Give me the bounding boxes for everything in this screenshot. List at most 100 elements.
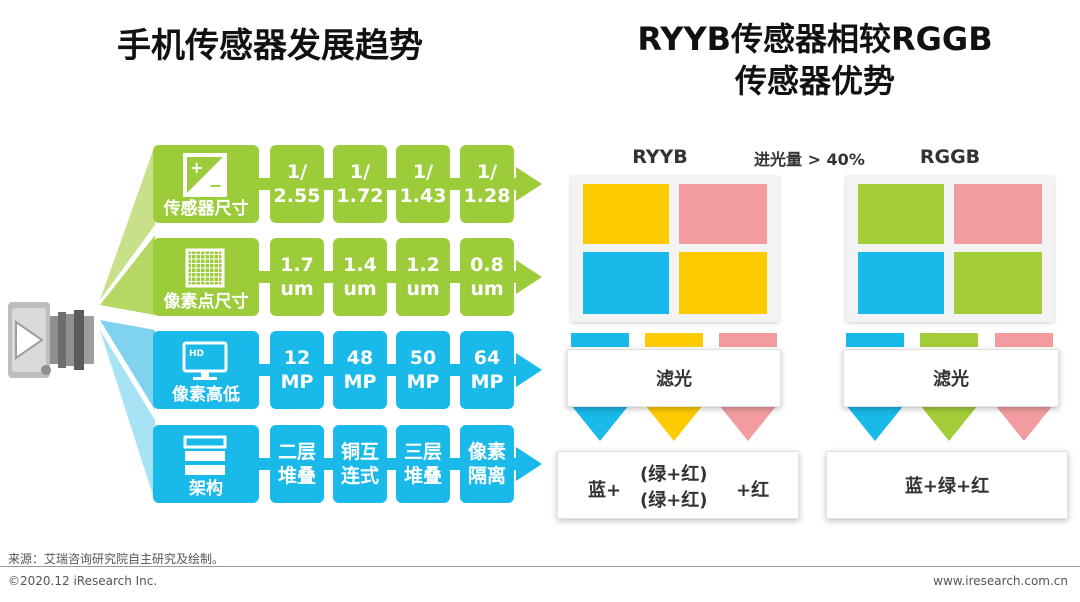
ryyb-result-box: 蓝+ (绿+红) (绿+红) +红 (557, 451, 799, 519)
rggb-filter-label: 滤光 (933, 369, 969, 390)
light-comparison: 进光量 > 40% (754, 150, 865, 169)
value-text: 0.8 (470, 254, 504, 276)
arrow-right-icon (516, 260, 542, 294)
value-text: um (343, 278, 377, 300)
filter-output-triangles (571, 405, 1053, 441)
value-text: 像素 (467, 441, 506, 463)
value-text: 1.4 (343, 254, 377, 276)
right-title: RYYB传感器相较RGGB 传感器优势 (590, 18, 1040, 102)
ryyb-triangle-red (719, 405, 777, 441)
ryyb-cell-yellow-1 (583, 184, 669, 244)
value-text: 1.2 (406, 254, 440, 276)
beam-4 (100, 330, 155, 502)
category-4: 架构 (153, 425, 259, 503)
value-text: 64 (473, 347, 501, 369)
value-text: 50 (409, 347, 437, 369)
value-text: 12 (283, 347, 311, 369)
ryyb-filter-label: 滤光 (656, 369, 692, 390)
rggb-filter-box: 滤光 (843, 349, 1059, 407)
value-text: 1.28 (463, 185, 511, 207)
value-text: MP (280, 371, 314, 393)
value-text: MP (470, 371, 504, 393)
left-title: 手机传感器发展趋势 (117, 26, 423, 66)
value-text: 堆叠 (277, 465, 316, 487)
rggb-triangle-red (995, 405, 1053, 441)
value-text: 三层 (403, 441, 442, 463)
ryyb-triangle-blue (571, 405, 629, 441)
website: www.iresearch.com.cn (933, 574, 1068, 588)
ryyb-cell-blue (583, 252, 669, 314)
camera-icon (8, 302, 94, 378)
category-label: 像素高低 (172, 385, 240, 405)
value-text: 连式 (340, 465, 379, 487)
value-text: um (470, 278, 504, 300)
value-text: 堆叠 (403, 465, 442, 487)
pixel-grid-icon (181, 244, 229, 292)
category-3: HD 像素高低 (153, 331, 259, 409)
svg-text:HD: HD (189, 349, 204, 359)
rggb-cell-green-2 (954, 252, 1042, 314)
rggb-sensor (846, 176, 1054, 322)
category-label: 传感器尺寸 (163, 199, 249, 219)
hd-monitor-icon: HD (181, 337, 229, 385)
category-2: 像素点尺寸 (153, 238, 259, 316)
ryyb-filter-box: 滤光 (567, 349, 781, 407)
ryyb-cell-yellow-2 (679, 252, 767, 314)
value-text: 1.43 (399, 185, 447, 207)
value-text: um (406, 278, 440, 300)
value-text: MP (343, 371, 377, 393)
beam-2 (100, 235, 155, 315)
ryyb-strip-yellow (645, 333, 703, 347)
rggb-result-box: 蓝+绿+红 (826, 451, 1068, 519)
value-text: 铜互 (340, 441, 379, 463)
value-box: 1/1.43 (396, 145, 450, 223)
ryyb-strip-blue (571, 333, 629, 347)
svg-text:−: − (209, 176, 222, 195)
rggb-strip-green (920, 333, 978, 347)
value-text: MP (406, 371, 440, 393)
category-label: 架构 (189, 479, 223, 499)
value-text: 48 (346, 347, 374, 369)
value-box: 1/2.55 (270, 145, 324, 223)
aperture-icon: +− (181, 151, 229, 199)
value-text: 1/ (349, 161, 371, 183)
value-text: 1.7 (280, 254, 314, 276)
arrow-right-icon (516, 447, 542, 481)
value-text: 1/ (286, 161, 308, 183)
rggb-cell-blue (858, 252, 944, 314)
beam-1 (100, 145, 155, 300)
rggb-triangle-green (920, 405, 978, 441)
value-text: um (280, 278, 314, 300)
ryyb-sensor (571, 176, 779, 322)
svg-text:+: + (190, 158, 203, 177)
rggb-cell-green-1 (858, 184, 944, 244)
arrow-right-icon (516, 353, 542, 387)
value-text: 隔离 (467, 465, 506, 487)
rggb-result: 蓝+绿+红 (904, 476, 990, 497)
category-label: 像素点尺寸 (163, 292, 249, 312)
ryyb-result-left: 蓝+ (588, 480, 622, 501)
rggb-strip-red (995, 333, 1053, 347)
ryyb-result-mid-1: (绿+红) (640, 464, 708, 485)
value-text: 2.55 (273, 185, 321, 207)
ryyb-result-right: +红 (736, 480, 770, 501)
value-box: 像素隔离 (460, 425, 514, 503)
ryyb-result-mid-2: (绿+红) (640, 490, 708, 511)
source-note: 来源：艾瑞咨询研究院自主研究及绘制。 (8, 552, 225, 566)
rggb-strip-blue (846, 333, 904, 347)
value-text: 1/ (412, 161, 434, 183)
value-text: 二层 (277, 441, 316, 463)
value-box: 二层堆叠 (270, 425, 324, 503)
category-1: +−传感器尺寸 (153, 145, 259, 223)
camera-beam (100, 145, 155, 502)
ryyb-cell-red (679, 184, 767, 244)
ryyb-label: RYYB (632, 146, 688, 168)
right-title-line1: RYYB传感器相较RGGB (637, 20, 993, 58)
value-box: 铜互连式 (333, 425, 387, 503)
beam-3 (100, 320, 155, 410)
value-box: 三层堆叠 (396, 425, 450, 503)
